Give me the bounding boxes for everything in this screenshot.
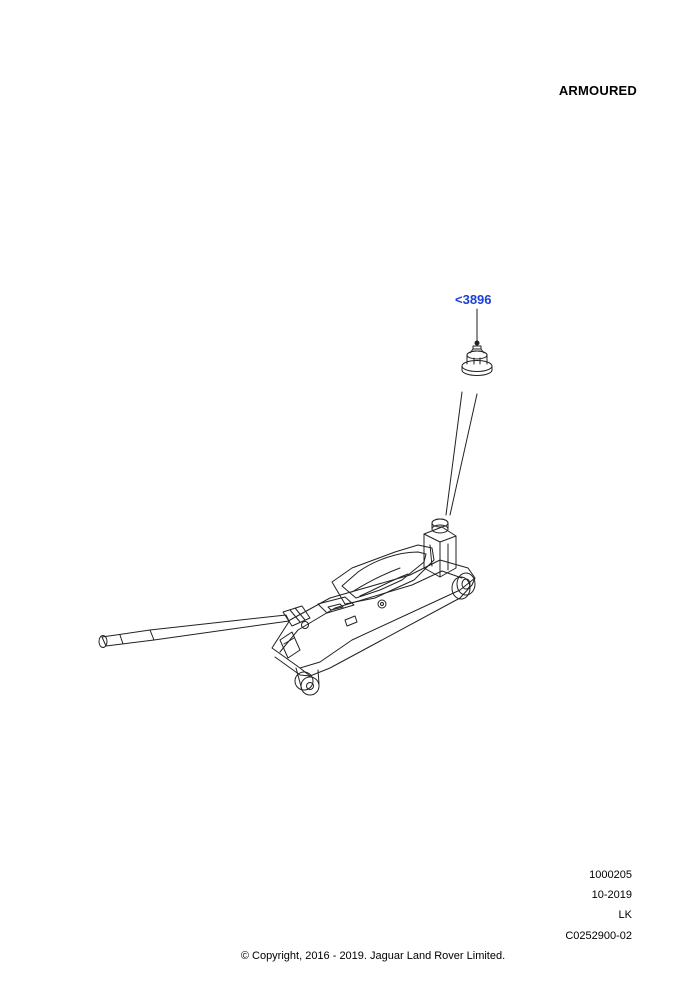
diagram-initials: LK [618,909,632,921]
diagram-date: 10-2019 [591,889,632,901]
diagram-code: 1000205 [589,869,632,881]
fitting-lines [445,391,478,516]
saddle-adapter-part[interactable] [461,345,493,376]
callout-leader-line [474,308,480,346]
trolley-jack [98,518,476,696]
rear-wheel [294,667,320,696]
variant-label: ARMOURED [558,83,637,98]
front-wheel [451,572,476,600]
copyright-notice: © Copyright, 2016 - 2019. Jaguar Land Ro… [240,950,506,962]
diagram-reference: C0252900-02 [565,930,632,942]
part-callout-link[interactable]: <3896 [455,292,492,307]
